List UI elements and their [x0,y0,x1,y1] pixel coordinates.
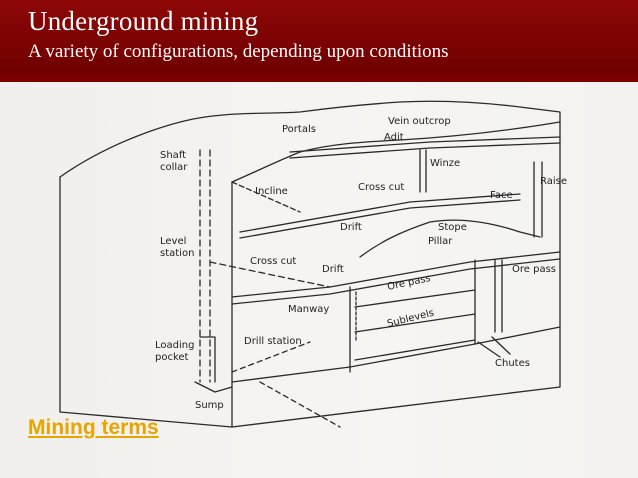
label-winze: Winze [430,158,460,169]
label-cross-cut-mid: Cross cut [250,256,296,267]
loading-pocket [199,336,216,383]
shaft [199,149,211,383]
label-loading: Loading [155,340,194,351]
lower-level [231,326,561,383]
label-collar: collar [160,162,188,173]
label-pocket: pocket [155,352,189,363]
slide-title: Underground mining [28,6,259,36]
label-station: station [160,248,194,259]
sublevel-1 [354,289,476,308]
label-face: Face [490,190,513,201]
label-raise: Raise [540,176,567,187]
drift-upper [239,193,521,233]
incline [231,181,301,213]
label-drift-mid: Drift [322,264,344,275]
label-ore-pass-right: Ore pass [512,264,556,275]
label-drift-top: Drift [340,222,362,233]
label-chutes: Chutes [495,358,530,369]
slide-subtitle: A variety of configurations, depending u… [28,41,449,62]
label-shaft: Shaft [160,150,186,161]
label-sublevels: Sublevels [386,308,435,330]
chutes [477,336,511,358]
label-incline: Incline [255,186,288,197]
cross-cut-mid [209,261,331,288]
sublevel-3 [354,339,476,361]
label-adit: Adit [384,132,404,143]
label-manway: Manway [288,304,329,315]
stope [359,219,541,258]
label-drill-station: Drill station [244,336,302,347]
underground-mine-diagram: Vein outcrop Portals Adit Shaft collar W… [59,100,567,428]
block-outline [59,156,561,428]
label-pillar: Pillar [428,236,453,247]
drill-station-lines [231,341,341,428]
label-portals: Portals [282,124,316,135]
mining-terms-link[interactable]: Mining terms [28,416,159,439]
ore-pass-right [494,259,503,333]
label-cross-cut-top: Cross cut [358,182,404,193]
label-sump: Sump [195,400,224,411]
winze [419,149,427,193]
raise [533,161,543,238]
label-level: Level [160,236,186,247]
left-top-edge [59,116,206,178]
surface-front [231,121,561,183]
sublevel-2 [354,313,476,333]
slide-header: Underground mining A variety of configur… [0,0,638,73]
label-vein-outcrop: Vein outcrop [388,116,451,127]
drift-main [231,251,561,298]
terrain-surface [204,100,561,158]
label-stope: Stope [438,222,467,233]
sump [194,381,233,393]
header-divider [0,73,638,82]
adit [289,136,561,153]
